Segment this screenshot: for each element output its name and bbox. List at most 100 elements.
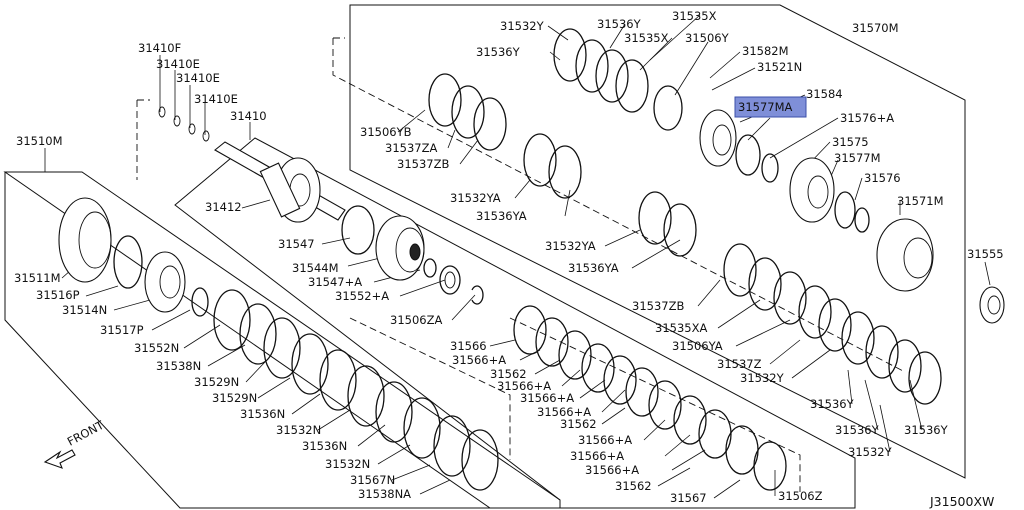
label-31532n: 31532N	[325, 457, 370, 471]
label-31536y: 31536Y	[904, 423, 949, 437]
label-31410e: 31410E	[176, 71, 220, 85]
plates-mid-31570m	[428, 73, 942, 405]
input-shaft-31412	[214, 141, 346, 223]
label-31566a: 31566+A	[497, 379, 551, 393]
label-31537za: 31537ZA	[385, 141, 437, 155]
label-31536y: 31536Y	[835, 423, 880, 437]
plates-top-31570m	[553, 28, 683, 131]
label-31536n: 31536N	[302, 439, 347, 453]
label-31562: 31562	[615, 479, 652, 493]
label-31582m: 31582M	[742, 44, 789, 58]
label-31567n: 31567N	[350, 473, 395, 487]
piston-31584	[699, 109, 737, 167]
label-31536ya: 31536YA	[568, 261, 619, 275]
label-31506za: 31506ZA	[390, 313, 442, 327]
label-31562: 31562	[560, 417, 597, 431]
label-31410: 31410	[230, 109, 267, 123]
label-31537z: 31537Z	[717, 357, 762, 371]
label-31547: 31547	[278, 237, 315, 251]
label-31552n: 31552N	[134, 341, 179, 355]
label-31506z: 31506Z	[778, 489, 823, 503]
label-31567: 31567	[670, 491, 707, 505]
label-31535x: 31535X	[672, 9, 717, 23]
label-31510m: 31510M	[16, 134, 63, 148]
label-31566a: 31566+A	[578, 433, 632, 447]
seal-31577m	[834, 191, 856, 229]
label-31555: 31555	[967, 247, 1004, 261]
label-31544m: 31544M	[292, 261, 339, 275]
label-31577ma: 31577MA	[738, 100, 793, 114]
drum-31544m	[375, 215, 425, 281]
label-31535x: 31535X	[624, 31, 669, 45]
plate-stack-31510m	[213, 289, 499, 491]
label-31529n: 31529N	[194, 375, 239, 389]
label-31570m: 31570M	[852, 21, 899, 35]
label-31571m: 31571M	[897, 194, 944, 208]
label-31566a: 31566+A	[570, 449, 624, 463]
label-31506yb: 31506YB	[360, 125, 412, 139]
label-31547a: 31547+A	[308, 275, 362, 289]
label-31566a: 31566+A	[452, 353, 506, 367]
label-31538n: 31538N	[156, 359, 201, 373]
label-31576: 31576	[864, 171, 901, 185]
label-31538na: 31538NA	[358, 487, 411, 501]
plates-lower-31566	[513, 305, 787, 491]
label-31566a: 31566+A	[537, 405, 591, 419]
label-31532n: 31532N	[276, 423, 321, 437]
label-31562: 31562	[490, 367, 527, 381]
label-31532y: 31532Y	[740, 371, 785, 385]
highlight-box-31577ma	[734, 96, 807, 118]
label-31584: 31584	[806, 87, 843, 101]
drum-31571m	[876, 218, 934, 292]
frame-31410	[174, 137, 856, 509]
ring-31547	[341, 205, 375, 255]
label-31412: 31412	[205, 200, 242, 214]
label-31577m: 31577M	[834, 151, 881, 165]
label-31511m: 31511M	[14, 271, 61, 285]
label-31514n: 31514N	[62, 303, 107, 317]
label-31566: 31566	[450, 339, 487, 353]
label-31506ya: 31506YA	[672, 339, 723, 353]
hub-31514n	[144, 251, 186, 313]
label-31536y: 31536Y	[597, 17, 642, 31]
drum-31575	[789, 157, 835, 223]
label-31537zb: 31537ZB	[397, 157, 449, 171]
drum-31511m	[58, 197, 112, 283]
label-front: FRONT	[65, 417, 107, 448]
label-31506y: 31506Y	[685, 31, 730, 45]
label-31517p: 31517P	[100, 323, 144, 337]
label-31575: 31575	[832, 135, 869, 149]
label-31536y: 31536Y	[476, 45, 521, 59]
label-31566a: 31566+A	[585, 463, 639, 477]
label-31529n: 31529N	[212, 391, 257, 405]
bearing-31555	[979, 286, 1005, 324]
frame-31570m	[349, 4, 966, 479]
label-31536y: 31536Y	[810, 397, 855, 411]
label-31536n: 31536N	[240, 407, 285, 421]
seal-31576	[854, 207, 870, 233]
diagram-code: J31500XW	[929, 494, 994, 509]
label-31537zb: 31537ZB	[632, 299, 684, 313]
ring-31552a	[439, 265, 461, 295]
label-31410e: 31410E	[194, 92, 238, 106]
ring-31516p	[113, 235, 143, 289]
label-31410e: 31410E	[156, 57, 200, 71]
label-31532y: 31532Y	[500, 19, 545, 33]
seal-31577ma	[735, 134, 761, 176]
label-31566a: 31566+A	[520, 391, 574, 405]
snap-ring-31506za	[471, 285, 484, 305]
snap-ring-31547a	[423, 258, 437, 278]
label-31516p: 31516P	[36, 288, 80, 302]
label-31536ya: 31536YA	[476, 209, 527, 223]
label-31576a: 31576+A	[840, 111, 894, 125]
ring-31517p	[191, 287, 209, 317]
label-31410f: 31410F	[138, 41, 181, 55]
part-labels: 31410F 31410E 31410E 31410E 31410 31510M…	[14, 9, 1004, 509]
seal-31576a	[761, 153, 779, 183]
label-31535xa: 31535XA	[655, 321, 707, 335]
label-31532ya: 31532YA	[450, 191, 501, 205]
label-31521n: 31521N	[757, 60, 802, 74]
label-31552a: 31552+A	[335, 289, 389, 303]
